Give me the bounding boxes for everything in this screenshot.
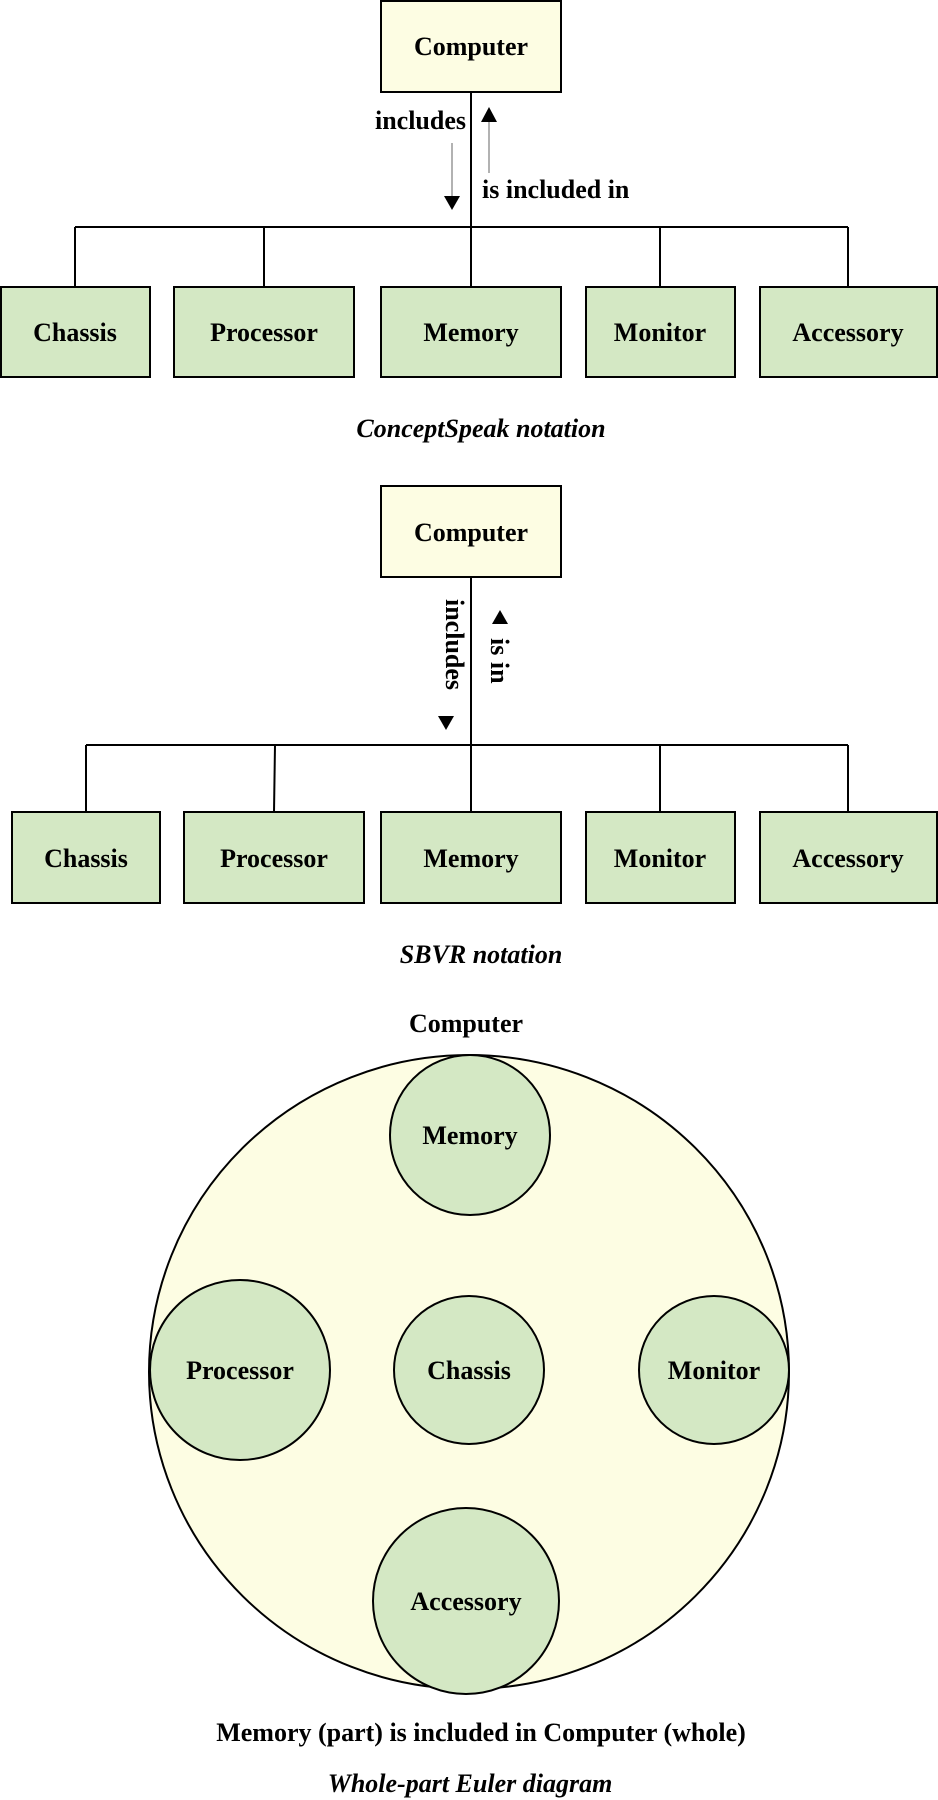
part-label: Chassis bbox=[44, 844, 128, 873]
part-label: Processor bbox=[220, 844, 328, 873]
part-box-monitor: Monitor bbox=[585, 286, 736, 378]
reverse-verb-label: is included in bbox=[482, 175, 630, 204]
euler-caption: Whole-part Euler diagram bbox=[328, 1769, 613, 1798]
part-box-chassis: Chassis bbox=[0, 286, 151, 378]
part-box-processor: Processor bbox=[183, 811, 365, 904]
down-arrow-icon bbox=[444, 196, 460, 210]
part-label: Chassis bbox=[427, 1356, 511, 1385]
down-arrow-icon bbox=[438, 716, 454, 730]
part-label: Accessory bbox=[792, 318, 903, 347]
whole-label: Computer bbox=[414, 32, 528, 61]
part-label: Accessory bbox=[410, 1587, 521, 1616]
reverse-verb-group: is in bbox=[485, 638, 514, 684]
forward-verb-label: includes bbox=[440, 599, 469, 690]
conceptspeak-diagram: Computer includes is included in Chassis… bbox=[0, 0, 938, 443]
part-circle-chassis: Chassis bbox=[393, 1295, 545, 1445]
part-box-memory: Memory bbox=[380, 811, 562, 904]
part-box-monitor: Monitor bbox=[585, 811, 736, 904]
part-circle-memory: Memory bbox=[389, 1054, 551, 1216]
part-label: Processor bbox=[186, 1356, 294, 1385]
part-box-accessory: Accessory bbox=[759, 286, 938, 378]
forward-verb-group: includes bbox=[440, 599, 469, 690]
part-label: Chassis bbox=[33, 318, 117, 347]
part-label: Memory bbox=[422, 1121, 517, 1150]
part-label: Monitor bbox=[668, 1356, 760, 1385]
part-circle-accessory: Accessory bbox=[372, 1507, 560, 1695]
part-label: Memory bbox=[423, 318, 518, 347]
part-label: Memory bbox=[423, 844, 518, 873]
part-label: Accessory bbox=[792, 844, 903, 873]
part-label: Processor bbox=[210, 318, 318, 347]
whole-label: Computer bbox=[414, 518, 528, 547]
euler-diagram: Computer Memory Processor Chassis Monito… bbox=[148, 1009, 790, 1798]
reverse-verb-label: is in bbox=[485, 638, 514, 684]
part-box-accessory: Accessory bbox=[759, 811, 938, 904]
part-box-chassis: Chassis bbox=[11, 811, 161, 904]
part-box-processor: Processor bbox=[173, 286, 355, 378]
whole-box-computer: Computer bbox=[380, 0, 562, 93]
whole-label: Computer bbox=[409, 1009, 523, 1038]
up-arrow-icon bbox=[481, 107, 497, 122]
sbvr-diagram: Computer includes is in Chassis Processo… bbox=[11, 485, 938, 969]
part-label: Monitor bbox=[614, 844, 706, 873]
part-circle-monitor: Monitor bbox=[638, 1295, 790, 1445]
whole-box-computer: Computer bbox=[380, 485, 562, 578]
branch-line bbox=[273, 744, 276, 813]
forward-verb-label: includes bbox=[375, 106, 466, 135]
part-box-memory: Memory bbox=[380, 286, 562, 378]
up-arrow-icon bbox=[492, 610, 508, 624]
part-label: Monitor bbox=[614, 318, 706, 347]
conceptspeak-caption: ConceptSpeak notation bbox=[356, 414, 605, 443]
part-circle-processor: Processor bbox=[149, 1279, 331, 1461]
euler-statement: Memory (part) is included in Computer (w… bbox=[216, 1718, 746, 1747]
sbvr-caption: SBVR notation bbox=[400, 940, 563, 969]
